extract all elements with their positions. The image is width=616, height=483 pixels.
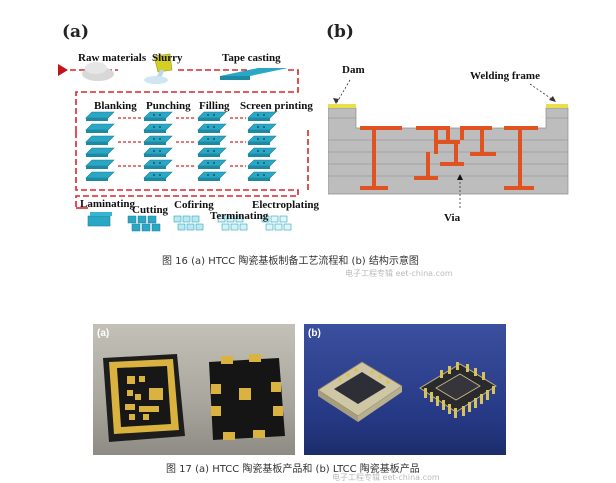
photo-b-label: (b)	[308, 328, 321, 339]
label-via: Via	[444, 212, 461, 224]
step-electroplating: Electroplating	[252, 199, 320, 211]
photo-a-label: (a)	[97, 328, 110, 339]
step-laminating: Laminating	[80, 198, 136, 210]
step-raw-materials: Raw materials	[78, 52, 147, 64]
label-dam: Dam	[342, 64, 365, 76]
panel-a-label: (a)	[62, 22, 90, 42]
panel-b-label: (b)	[326, 22, 354, 42]
step-tape-casting: Tape casting	[222, 52, 281, 64]
step-punching: Punching	[146, 100, 191, 112]
label-welding-frame: Welding frame	[470, 70, 540, 82]
htcc-process-flow-diagram	[58, 53, 309, 232]
figure-16: (a)	[58, 22, 569, 278]
figure-16-caption: 图 16 (a) HTCC 陶瓷基板制备工艺流程和 (b) 结构示意图	[162, 256, 419, 267]
htcc-package-image	[103, 354, 285, 442]
step-cutting: Cutting	[132, 204, 169, 216]
htcc-product-photo: (a)	[93, 324, 295, 455]
step-blanking: Blanking	[94, 100, 137, 112]
step-filling: Filling	[199, 100, 230, 112]
ltcc-product-photo: (b)	[304, 324, 506, 455]
step-screen-printing: Screen printing	[240, 100, 313, 112]
callout-arrows	[333, 79, 557, 208]
figure-17: (a) (b)	[0, 320, 616, 482]
htcc-structure-diagram	[328, 104, 569, 195]
figure-17-caption: 图 17 (a) HTCC 陶瓷基板产品和 (b) LTCC 陶瓷基板产品	[166, 464, 420, 475]
figure-16-watermark: 电子工程专辑 eet-china.com	[345, 269, 453, 278]
step-slurry: Slurry	[152, 52, 183, 64]
figure-17-watermark: 电子工程专辑 eet-china.com	[332, 473, 440, 482]
ltcc-package-image	[317, 361, 497, 422]
step-terminating: Terminating	[210, 210, 269, 222]
step-cofiring: Cofiring	[174, 199, 214, 211]
